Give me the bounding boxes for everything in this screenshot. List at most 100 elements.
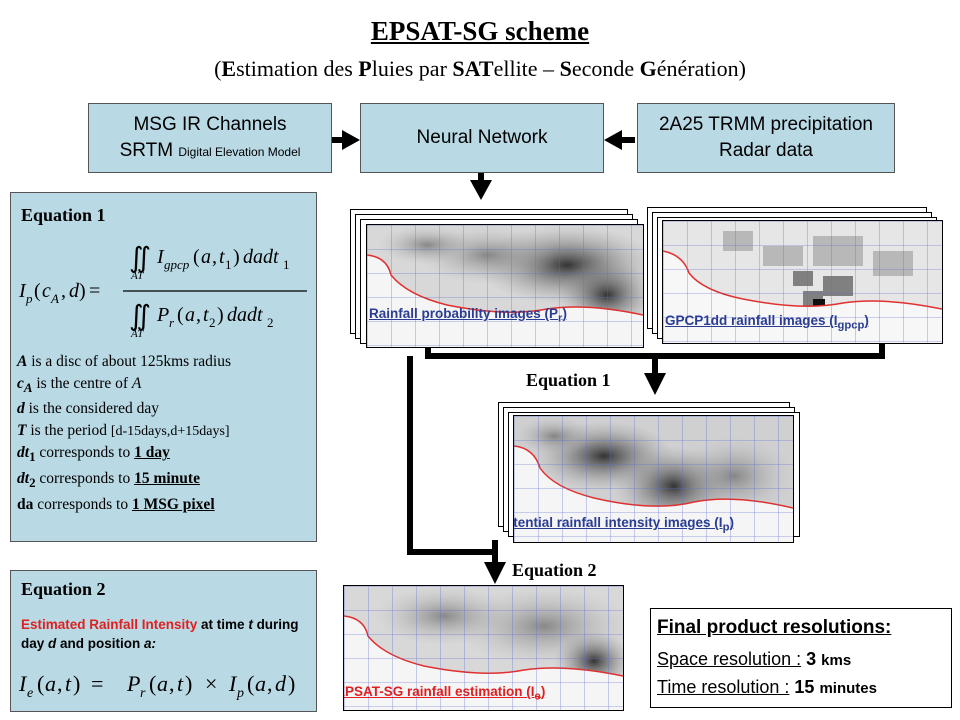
svg-text:,: ,	[169, 671, 175, 696]
page-subtitle: (Estimation des Pluies par SATellite – S…	[214, 56, 746, 81]
svg-text:(: (	[149, 671, 156, 696]
svg-text:t: t	[177, 671, 184, 696]
svg-text:1: 1	[283, 257, 290, 272]
space-resolution-row: Space resolution : 3 kms	[657, 649, 852, 669]
svg-text:(: (	[34, 280, 41, 302]
svg-text:d: d	[69, 280, 80, 302]
trmm-line-1: 2A25 TRMM precipitation	[658, 114, 874, 136]
msg-line-1: MSG IR Channels	[133, 114, 287, 136]
prob-map-image	[367, 225, 643, 347]
svg-text:a: a	[185, 304, 195, 326]
svg-text:=: =	[91, 671, 103, 696]
svg-text:I: I	[228, 671, 238, 696]
gpcp-map-label: GPCP1dd rainfall images (Igpcp)	[665, 313, 869, 332]
potential-rainfall-map: Potential rainfall intensity images (Ip)	[513, 415, 794, 543]
svg-text:c: c	[42, 280, 51, 302]
svg-text:(: (	[177, 304, 184, 326]
arrow-nn-down-head	[470, 180, 492, 200]
connector-eq2-left	[407, 356, 495, 555]
def-line-ca: cA is the centre of A	[17, 374, 142, 395]
svg-text:,: ,	[57, 671, 63, 696]
svg-text:a: a	[201, 246, 211, 268]
svg-text:p: p	[236, 686, 244, 701]
svg-text:=: =	[89, 280, 100, 302]
svg-text:∬: ∬	[129, 301, 151, 332]
equation-2-description: Estimated Rainfall Intensity at time t d…	[21, 617, 299, 651]
est-map-image	[344, 586, 623, 710]
svg-text:∬: ∬	[129, 243, 151, 274]
equation-2-title: Equation 2	[21, 579, 106, 599]
prob-map-label: Rainfall probability images (Pr)	[369, 306, 567, 325]
time-resolution-row: Time resolution : 15 minutes	[657, 677, 877, 697]
flow-equation-1-label: Equation 1	[526, 370, 611, 390]
arrow-eq1-head	[644, 373, 666, 395]
arrow-eq2-head	[484, 562, 506, 584]
def-line-a: A is a disc of about 125kms radius	[17, 353, 231, 370]
svg-text:a: a	[45, 671, 56, 696]
svg-text:,: ,	[212, 246, 217, 268]
svg-text:P: P	[156, 304, 169, 326]
arrow-msg-to-nn-head	[342, 130, 360, 150]
equation-1-panel: Equation 1 I p ( c A , d ) = ∬ AT I gpcp…	[10, 192, 317, 542]
svg-text:,: ,	[61, 280, 66, 302]
final-title: Final product resolutions:	[657, 617, 892, 638]
svg-text:,: ,	[267, 671, 273, 696]
svg-text:(: (	[37, 671, 44, 696]
svg-text:): )	[79, 280, 86, 302]
svg-text:a: a	[157, 671, 168, 696]
arrow-trmm-to-nn-head	[604, 130, 622, 150]
neural-network-box: Neural Network	[360, 103, 604, 173]
equation-2-panel: Equation 2 Estimated Rainfall Intensity …	[10, 570, 317, 712]
def-line-dt2: dt2 corresponds to 15 minute	[17, 470, 200, 491]
est-map-label: EPSAT-SG rainfall estimation (Ie)	[343, 684, 546, 703]
equation-2-formula: I e ( a , t ) = P r ( a , t ) × I p ( a …	[18, 671, 295, 701]
svg-text:e: e	[27, 686, 33, 701]
svg-text:d: d	[275, 671, 287, 696]
neural-network-label: Neural Network	[416, 127, 548, 149]
equation-1-formula: I p ( c A , d ) = ∬ AT I gpcp ( a , t 1 …	[18, 243, 307, 340]
svg-text:I: I	[156, 246, 165, 268]
svg-text:r: r	[169, 315, 175, 330]
svg-text:×: ×	[205, 671, 217, 696]
rainfall-probability-map: Rainfall probability images (Pr)	[366, 224, 644, 348]
svg-text:t: t	[65, 671, 72, 696]
svg-text:2: 2	[267, 315, 274, 330]
svg-text:): )	[233, 246, 240, 268]
page-title: EPSAT-SG scheme	[370, 16, 590, 46]
svg-text:P: P	[126, 671, 140, 696]
epsat-estimation-map: EPSAT-SG rainfall estimation (Ie)	[343, 585, 624, 711]
def-line-dt1: dt1 corresponds to 1 day	[17, 444, 170, 465]
svg-text:1: 1	[225, 257, 232, 272]
svg-text:gpcp: gpcp	[164, 257, 190, 272]
gpcp-map-image	[663, 221, 942, 343]
svg-text:a: a	[255, 671, 266, 696]
svg-text:(: (	[193, 246, 200, 268]
msg-input-box: MSG IR Channels SRTM Digital Elevation M…	[88, 103, 332, 173]
def-line-d: d is the considered day	[17, 400, 160, 418]
svg-text:A: A	[50, 291, 59, 306]
final-resolutions-box: Final product resolutions: Space resolut…	[650, 608, 952, 708]
svg-text:,: ,	[196, 304, 201, 326]
svg-text:I: I	[18, 671, 28, 696]
svg-text:): )	[185, 671, 192, 696]
pot-map-label: Potential rainfall intensity images (Ip)	[513, 515, 734, 534]
svg-text:I: I	[18, 280, 27, 302]
svg-text:t: t	[219, 246, 225, 268]
def-line-t: T is the period [d-15days,d+15days]	[17, 421, 230, 439]
svg-text:t: t	[203, 304, 209, 326]
trmm-input-box: 2A25 TRMM precipitation Radar data	[637, 103, 895, 173]
svg-text:p: p	[25, 291, 33, 306]
svg-text:): )	[217, 304, 224, 326]
gpcp-rainfall-map: GPCP1dd rainfall images (Igpcp)	[662, 220, 943, 344]
svg-text:r: r	[140, 686, 146, 701]
pot-map-image	[514, 416, 793, 542]
equation-1-title: Equation 1	[21, 205, 106, 225]
svg-text:2: 2	[209, 315, 216, 330]
flow-equation-2-label: Equation 2	[512, 560, 597, 580]
def-line-da: da corresponds to 1 MSG pixel	[17, 495, 215, 513]
svg-text:AT: AT	[130, 328, 144, 340]
svg-text:): )	[73, 671, 80, 696]
svg-text:AT: AT	[130, 270, 144, 282]
equation-1-definitions: A is a disc of about 125kms radius cA is…	[17, 351, 231, 515]
